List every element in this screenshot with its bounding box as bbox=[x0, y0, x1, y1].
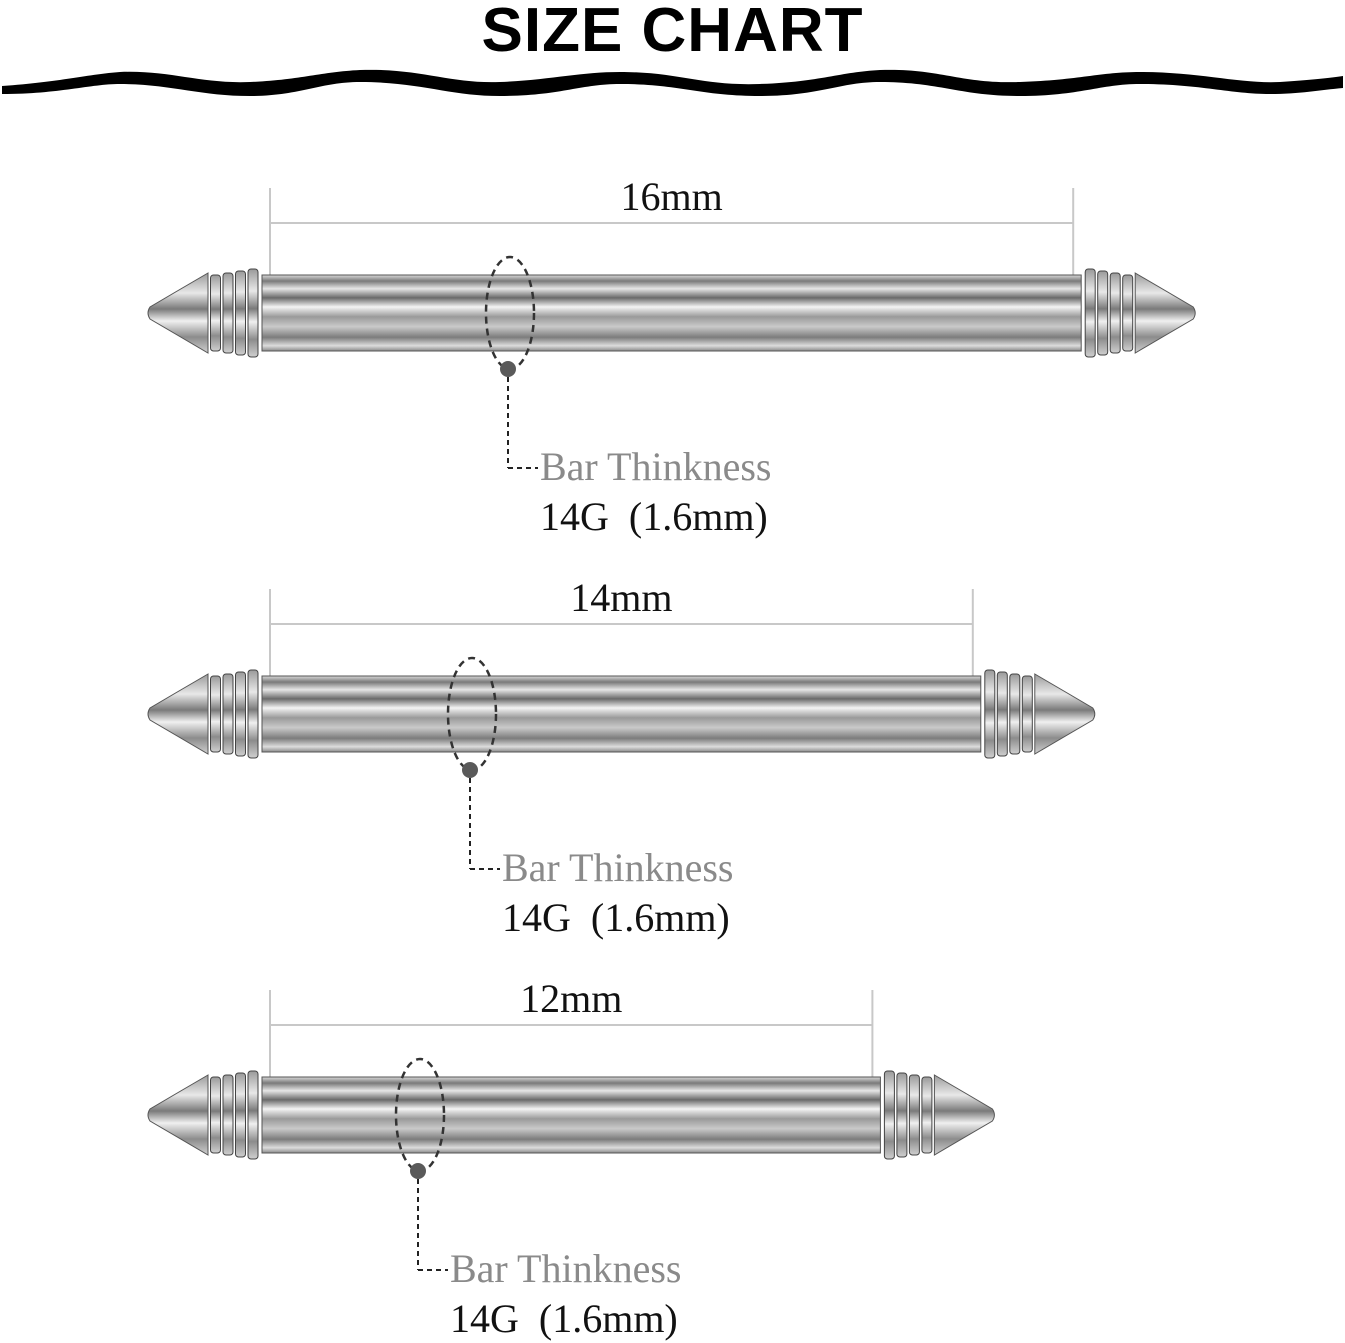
ball-ring bbox=[222, 673, 234, 755]
ball-ring bbox=[984, 669, 996, 759]
ball-ring bbox=[1021, 675, 1033, 753]
ball-ring bbox=[235, 1072, 246, 1158]
end-ball-left bbox=[147, 268, 259, 358]
ball-ring bbox=[1084, 268, 1096, 358]
gauge-label: 14G (1.6mm) bbox=[540, 494, 768, 539]
gauge-label: 14G (1.6mm) bbox=[450, 1296, 678, 1341]
end-ball-right bbox=[1084, 268, 1196, 358]
bar-shaft bbox=[261, 675, 982, 753]
end-ball-right bbox=[984, 669, 1096, 759]
gauge-label: 14G (1.6mm) bbox=[502, 895, 730, 940]
ball-ring bbox=[996, 671, 1008, 757]
thickness-marker-dot bbox=[462, 762, 478, 778]
ball-ring bbox=[896, 1072, 908, 1158]
ball-ring bbox=[247, 669, 259, 759]
length-label: 12mm bbox=[520, 976, 622, 1021]
thickness-marker-dot bbox=[500, 361, 516, 377]
ball-ring bbox=[247, 1070, 259, 1160]
ball-tip bbox=[1134, 272, 1196, 354]
ball-ring bbox=[247, 268, 259, 358]
ball-ring bbox=[222, 1074, 234, 1156]
length-label: 14mm bbox=[570, 575, 672, 620]
ball-ring bbox=[1122, 274, 1134, 352]
ball-ring bbox=[1097, 270, 1109, 356]
thickness-label: Bar Thinkness bbox=[450, 1246, 681, 1291]
end-ball-left bbox=[147, 1070, 259, 1160]
bar-shaft bbox=[261, 274, 1082, 352]
ball-tip bbox=[147, 1074, 209, 1156]
ball-ring bbox=[210, 675, 221, 753]
length-label: 16mm bbox=[620, 174, 722, 219]
bar-shaft bbox=[261, 1076, 881, 1154]
ball-ring bbox=[1009, 673, 1021, 755]
ball-ring bbox=[235, 671, 246, 757]
end-ball-left bbox=[147, 669, 259, 759]
wavy-divider bbox=[2, 69, 1343, 96]
ball-ring bbox=[210, 274, 221, 352]
thickness-label: Bar Thinkness bbox=[502, 845, 733, 890]
ball-tip bbox=[147, 673, 209, 755]
ball-tip bbox=[147, 272, 209, 354]
thickness-marker-dot bbox=[410, 1163, 426, 1179]
page-title: SIZE CHART bbox=[481, 0, 864, 65]
ball-ring bbox=[1109, 272, 1121, 354]
ball-ring bbox=[908, 1074, 920, 1156]
ball-tip bbox=[933, 1074, 995, 1156]
ball-tip bbox=[1034, 673, 1096, 755]
ball-ring bbox=[210, 1076, 221, 1154]
ball-ring bbox=[921, 1076, 933, 1154]
ball-ring bbox=[883, 1070, 895, 1160]
thickness-label: Bar Thinkness bbox=[540, 444, 771, 489]
ball-ring bbox=[222, 272, 234, 354]
end-ball-right bbox=[883, 1070, 995, 1160]
ball-ring bbox=[235, 270, 246, 356]
